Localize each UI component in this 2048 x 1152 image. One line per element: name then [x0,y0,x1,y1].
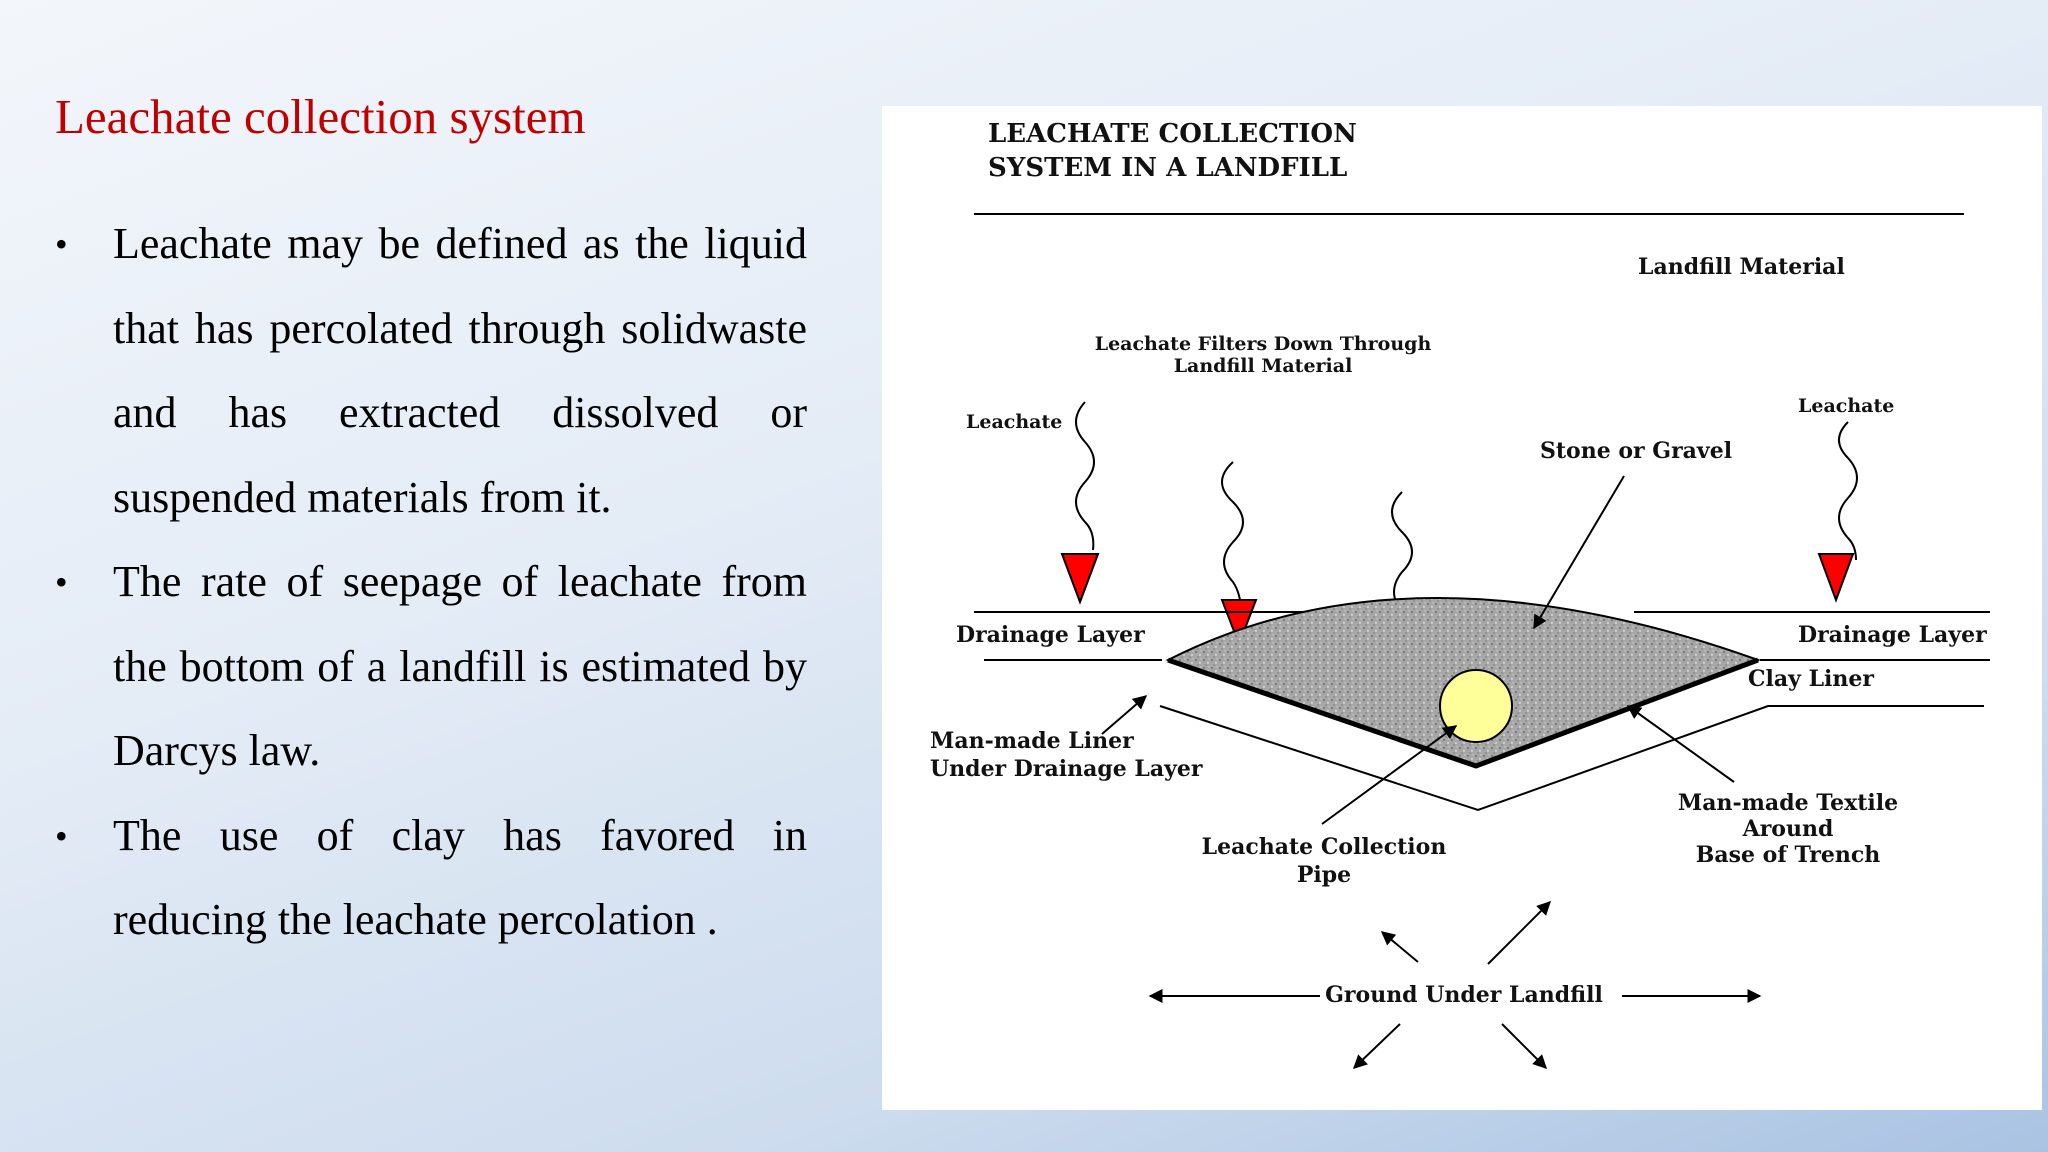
label-stone-gravel: Stone or Gravel [1540,438,1732,464]
label-pipe-line1: Leachate Collection [1202,834,1447,860]
diagram-title-line2: SYSTEM IN A LANDFILL [988,153,1347,183]
label-textile-line1: Man-made Textile [1678,790,1898,816]
landfill-diagram: LEACHATE COLLECTION SYSTEM IN A LANDFILL… [882,106,2042,1110]
label-drainage-left: Drainage Layer [956,622,1145,648]
slide-title: Leachate collection system [55,89,586,144]
leachate-flow-line [1221,461,1244,613]
pointer-collection-pipe [1321,725,1458,825]
bullet-text: The use of clay has favored in reducing … [113,810,807,945]
label-textile-line3: Base of Trench [1696,842,1880,868]
leachate-drop-icon [1817,553,1855,603]
bullet-marker: • [55,815,68,856]
landfill-diagram-svg: LEACHATE COLLECTION SYSTEM IN A LANDFILL… [930,119,1990,1069]
label-filters-line2: Landfill Material [1174,355,1353,377]
label-ground: Ground Under Landfill [1325,982,1603,1008]
bullet-marker: • [55,224,68,264]
label-pipe-line2: Pipe [1297,862,1351,888]
leachate-flow-line [1838,421,1858,561]
pointer-textile [1626,705,1735,783]
manmade-liner-edge [1167,657,1759,769]
diagram-title-line1: LEACHATE COLLECTION [988,119,1357,149]
label-drainage-right: Drainage Layer [1798,622,1987,648]
leachate-drop-icon [1060,553,1100,605]
trench-outer-line [1159,705,1984,812]
ground-arrow-up-left [1380,931,1419,963]
bullet-item: • Leachate may be defined as the liquid … [55,202,807,540]
bullet-marker: • [55,562,68,602]
bullet-item: • The rate of seepage of leachate from t… [55,540,807,794]
label-manmade-liner-line1: Man-made Liner [930,728,1134,754]
ground-arrow-down-right [1501,1023,1547,1069]
label-filters-line1: Leachate Filters Down Through [1095,333,1432,355]
bullet-list: • Leachate may be defined as the liquid … [55,202,807,963]
leachate-flow-line [1075,401,1095,551]
label-manmade-liner-line2: Under Drainage Layer [930,756,1203,782]
ground-arrow-up-right [1487,901,1551,965]
bullet-item: • The use of clay has favored in reducin… [55,794,807,963]
label-textile-line2: Around [1742,816,1834,842]
label-leachate-right: Leachate [1798,395,1894,417]
pointer-manmade-liner [1101,695,1148,735]
collection-pipe-icon [1439,669,1513,743]
pointer-stone-gravel [1533,475,1625,630]
bullet-text: The rate of seepage of leachate from the… [113,557,807,775]
label-clay-liner: Clay Liner [1748,666,1874,692]
bullet-text: Leachate may be defined as the liquid th… [113,219,807,522]
label-landfill-material: Landfill Material [1638,254,1845,280]
ground-arrow-down-left [1352,1023,1401,1069]
label-leachate-left: Leachate [966,411,1062,433]
